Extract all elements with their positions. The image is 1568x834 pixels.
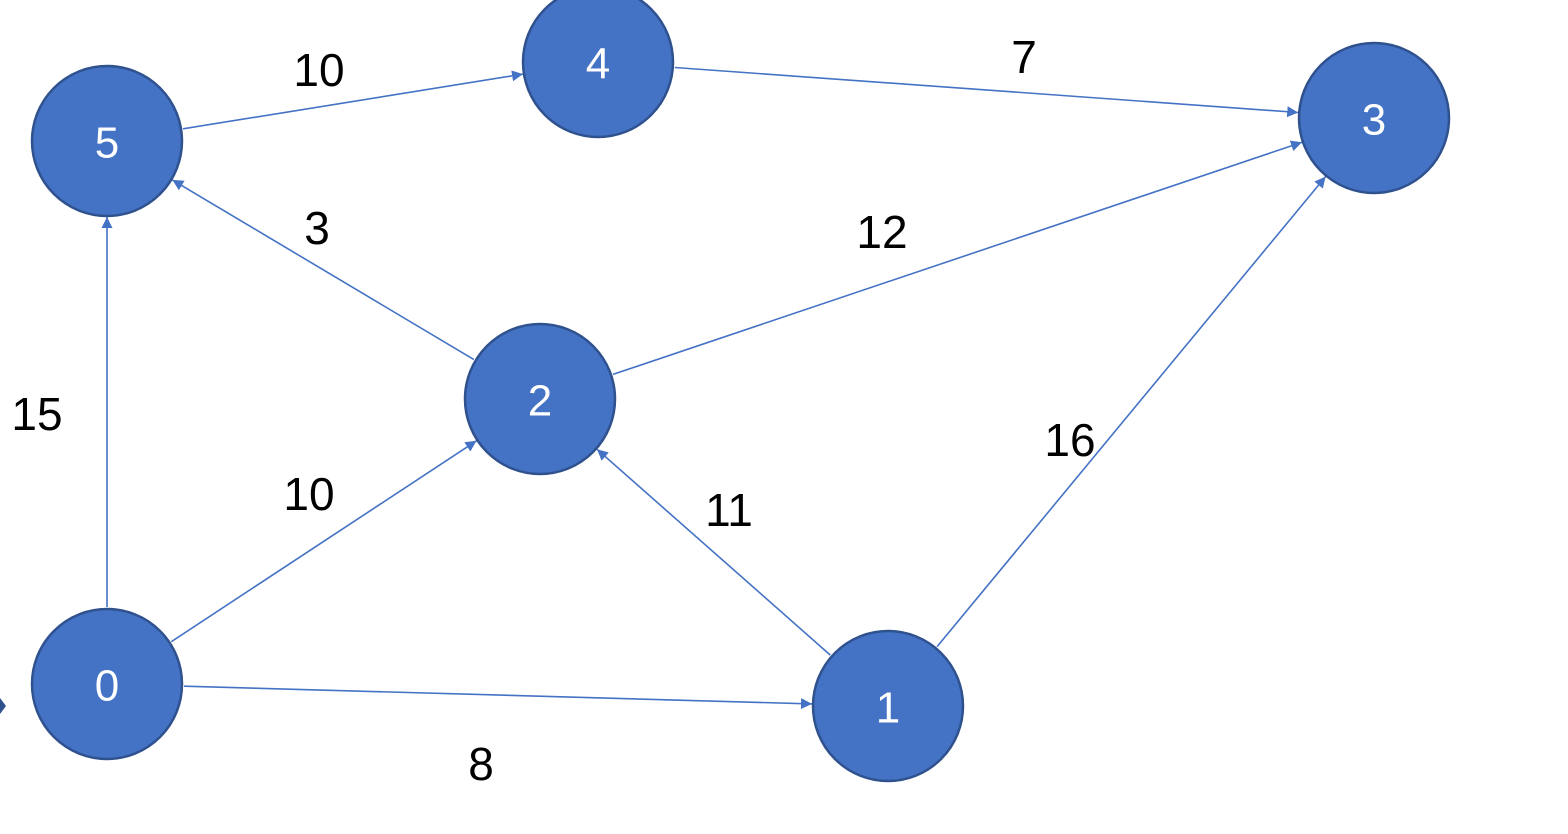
edge-weight-1-to-3: 16 bbox=[1044, 414, 1095, 466]
node-label-1: 1 bbox=[876, 684, 900, 733]
offscreen-arrow-tip bbox=[0, 698, 6, 714]
node-circle-0 bbox=[30, 607, 184, 761]
edge-4-to-3 bbox=[674, 66, 1299, 118]
node-circle-5 bbox=[30, 64, 184, 218]
node-1: 1 bbox=[811, 629, 965, 783]
edge-weight-2-to-5: 3 bbox=[304, 202, 330, 254]
node-label-3: 3 bbox=[1362, 96, 1386, 145]
edge-5-to-4 bbox=[182, 70, 524, 130]
node-4: 4 bbox=[521, 0, 675, 139]
edge-2-to-5 bbox=[171, 179, 475, 361]
node-5: 5 bbox=[30, 64, 184, 218]
edge-0-to-1 bbox=[183, 685, 813, 710]
node-2: 2 bbox=[463, 322, 617, 476]
node-label-0: 0 bbox=[95, 662, 119, 711]
edge-weight-4-to-3: 7 bbox=[1011, 31, 1037, 83]
edge-weight-0-to-5: 15 bbox=[11, 388, 62, 440]
node-label-4: 4 bbox=[586, 40, 610, 89]
edge-weight-0-to-2: 10 bbox=[283, 468, 334, 520]
edge-weight-1-to-2: 11 bbox=[705, 484, 753, 536]
edge-weight-0-to-1: 8 bbox=[468, 738, 494, 790]
edge-0-to-2 bbox=[170, 440, 477, 643]
edges-layer bbox=[101, 66, 1327, 710]
node-circle-3 bbox=[1297, 41, 1451, 195]
node-0: 0 bbox=[30, 607, 184, 761]
node-label-2: 2 bbox=[528, 377, 552, 426]
edge-2-to-3 bbox=[612, 140, 1303, 376]
edge-weight-5-to-4: 10 bbox=[293, 44, 344, 96]
node-label-5: 5 bbox=[95, 119, 119, 168]
edge-weight-2-to-3: 12 bbox=[856, 206, 907, 258]
node-circle-1 bbox=[811, 629, 965, 783]
node-3: 3 bbox=[1297, 41, 1451, 195]
node-circle-4 bbox=[521, 0, 675, 139]
edge-1-to-3 bbox=[936, 176, 1327, 648]
edge-1-to-2 bbox=[596, 448, 831, 656]
node-circle-2 bbox=[463, 322, 617, 476]
